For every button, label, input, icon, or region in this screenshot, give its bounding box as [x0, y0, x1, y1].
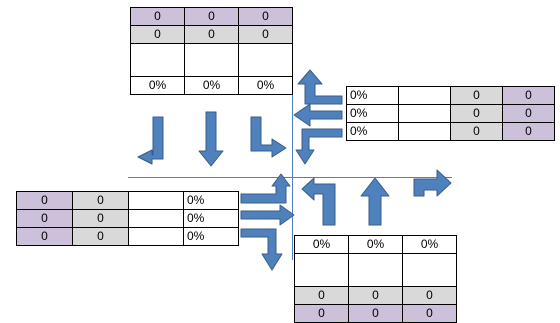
east-approach-table: 0% 0 0 0% 0 0 0% 0 0 [346, 86, 555, 141]
table-cell: 0 [502, 122, 555, 141]
southbound-through-arrow-icon [198, 111, 224, 167]
table-cell [184, 43, 239, 77]
table-cell: 0 [502, 104, 555, 123]
table-cell: 0 [450, 104, 503, 123]
eastbound-through-arrow-icon [240, 204, 295, 226]
northbound-through-arrow-icon [360, 177, 390, 226]
table-row: 0% 0% 0% [130, 76, 293, 95]
west-approach-table: 0 0 0% 0 0 0% 0 0 0% [16, 191, 239, 246]
table-cell: 0 [16, 209, 73, 228]
table-cell: 0 [238, 25, 293, 44]
table-cell: 0 [16, 227, 73, 246]
table-cell: 0% [183, 191, 239, 210]
table-cell: 0 [402, 304, 457, 323]
table-row: 0% 0 0 [346, 86, 555, 105]
table-row: 0 0 0% [16, 227, 239, 246]
table-cell: 0 [348, 304, 403, 323]
westbound-left-turn-arrow-icon [295, 128, 343, 165]
table-cell: 0% [183, 209, 239, 228]
table-row: 0 0 0% [16, 191, 239, 210]
westbound-through-arrow-icon [293, 103, 343, 127]
table-cell: 0 [184, 7, 239, 26]
table-cell: 0% [130, 76, 185, 95]
table-cell: 0 [130, 7, 185, 26]
table-row: 0% 0 0 [346, 122, 555, 141]
northbound-right-turn-arrow-icon [413, 169, 452, 197]
table-cell: 0% [183, 227, 239, 246]
table-cell: 0 [72, 209, 129, 228]
table-cell: 0 [184, 25, 239, 44]
northbound-left-turn-arrow-icon [301, 177, 336, 226]
table-row: 0% 0 0 [346, 104, 555, 123]
table-row [130, 43, 293, 77]
north-approach-table: 0 0 0 0 0 0 0% 0% 0% [130, 7, 293, 95]
eastbound-left-turn-arrow-icon [240, 173, 291, 204]
table-cell: 0% [238, 76, 293, 95]
table-cell: 0% [346, 86, 399, 105]
table-cell: 0 [450, 122, 503, 141]
table-cell: 0 [294, 304, 349, 323]
table-cell: 0 [72, 191, 129, 210]
southbound-left-turn-arrow-icon [250, 116, 287, 158]
table-row: 0 0 0 [294, 304, 457, 323]
table-row: 0% 0% 0% [294, 235, 457, 254]
southbound-right-turn-arrow-icon [137, 116, 164, 165]
table-cell: 0 [450, 86, 503, 105]
table-cell: 0% [184, 76, 239, 95]
table-cell: 0 [72, 227, 129, 246]
eastbound-right-turn-arrow-icon [240, 228, 283, 271]
westbound-right-turn-arrow-icon [297, 69, 343, 105]
table-cell: 0% [346, 122, 399, 141]
south-approach-table: 0% 0% 0% 0 0 0 0 0 0 [294, 235, 457, 323]
table-cell: 0% [346, 104, 399, 123]
